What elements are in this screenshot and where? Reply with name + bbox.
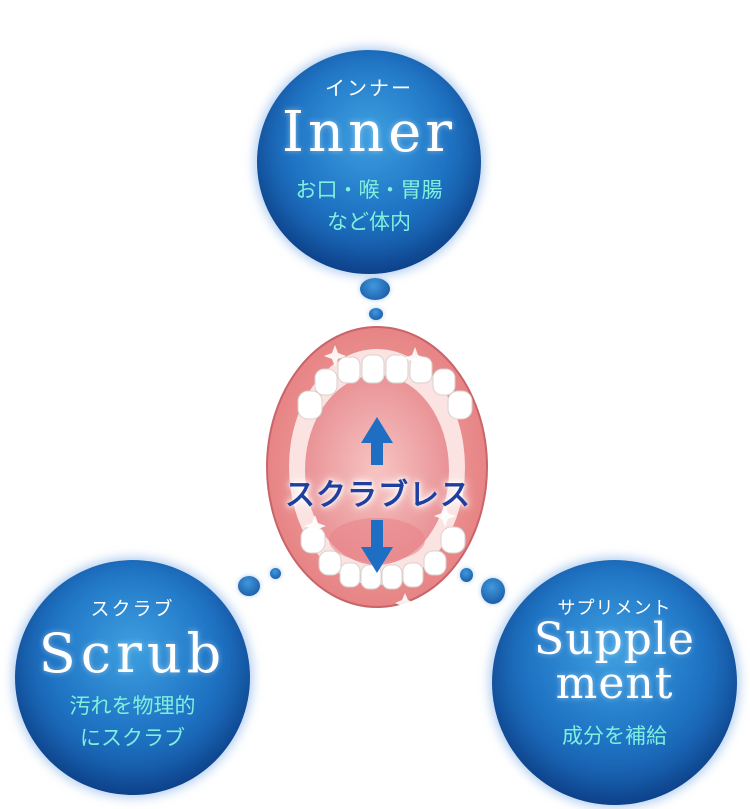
scrub-bubble-large: [238, 576, 260, 596]
scrub-bubble-small: [270, 568, 281, 579]
down-arrow-icon: [361, 520, 393, 573]
center-label: スクラブレス: [285, 478, 471, 513]
mouth-illustration: [266, 326, 488, 610]
inner-desc-line1: お口・喉・胃腸: [295, 178, 443, 202]
sparkles: [304, 345, 456, 610]
scrub-title: Scrub: [38, 622, 227, 685]
scrub-kana: スクラブ: [90, 598, 175, 620]
supplement-description: 成分を補給: [562, 724, 667, 748]
inner-bubble-large: [360, 278, 390, 300]
inner-desc-line2: など体内: [327, 210, 411, 234]
upper-teeth: [297, 354, 473, 420]
up-arrow-icon: [361, 417, 393, 465]
supp-bubble-large: [481, 578, 505, 604]
scrub-arrows: [361, 417, 393, 573]
inner-description: お口・喉・胃腸 など体内: [257, 174, 481, 238]
supplement-kana: サプリメント: [557, 598, 672, 619]
supplement-title-line1: Supple: [534, 614, 695, 665]
inner-circle: インナー Inner お口・喉・胃腸 など体内: [257, 50, 481, 274]
palate: [305, 375, 449, 565]
supplement-title-line2: ment: [555, 658, 674, 709]
inner-kana: インナー: [325, 76, 413, 100]
scrub-circle: スクラブ Scrub 汚れを物理的 にスクラブ: [15, 560, 250, 795]
supplement-circle: サプリメント Supple ment 成分を補給: [492, 560, 737, 805]
supplement-title: Supple ment: [492, 618, 737, 706]
supp-bubble-small: [460, 568, 473, 582]
scrub-desc-line1: 汚れを物理的: [69, 694, 196, 718]
inner-bubble-small: [369, 308, 383, 320]
inner-title: Inner: [281, 100, 457, 165]
lower-teeth: [300, 526, 466, 590]
scrub-description: 汚れを物理的 にスクラブ: [15, 690, 250, 754]
scrub-desc-line2: にスクラブ: [80, 726, 185, 750]
